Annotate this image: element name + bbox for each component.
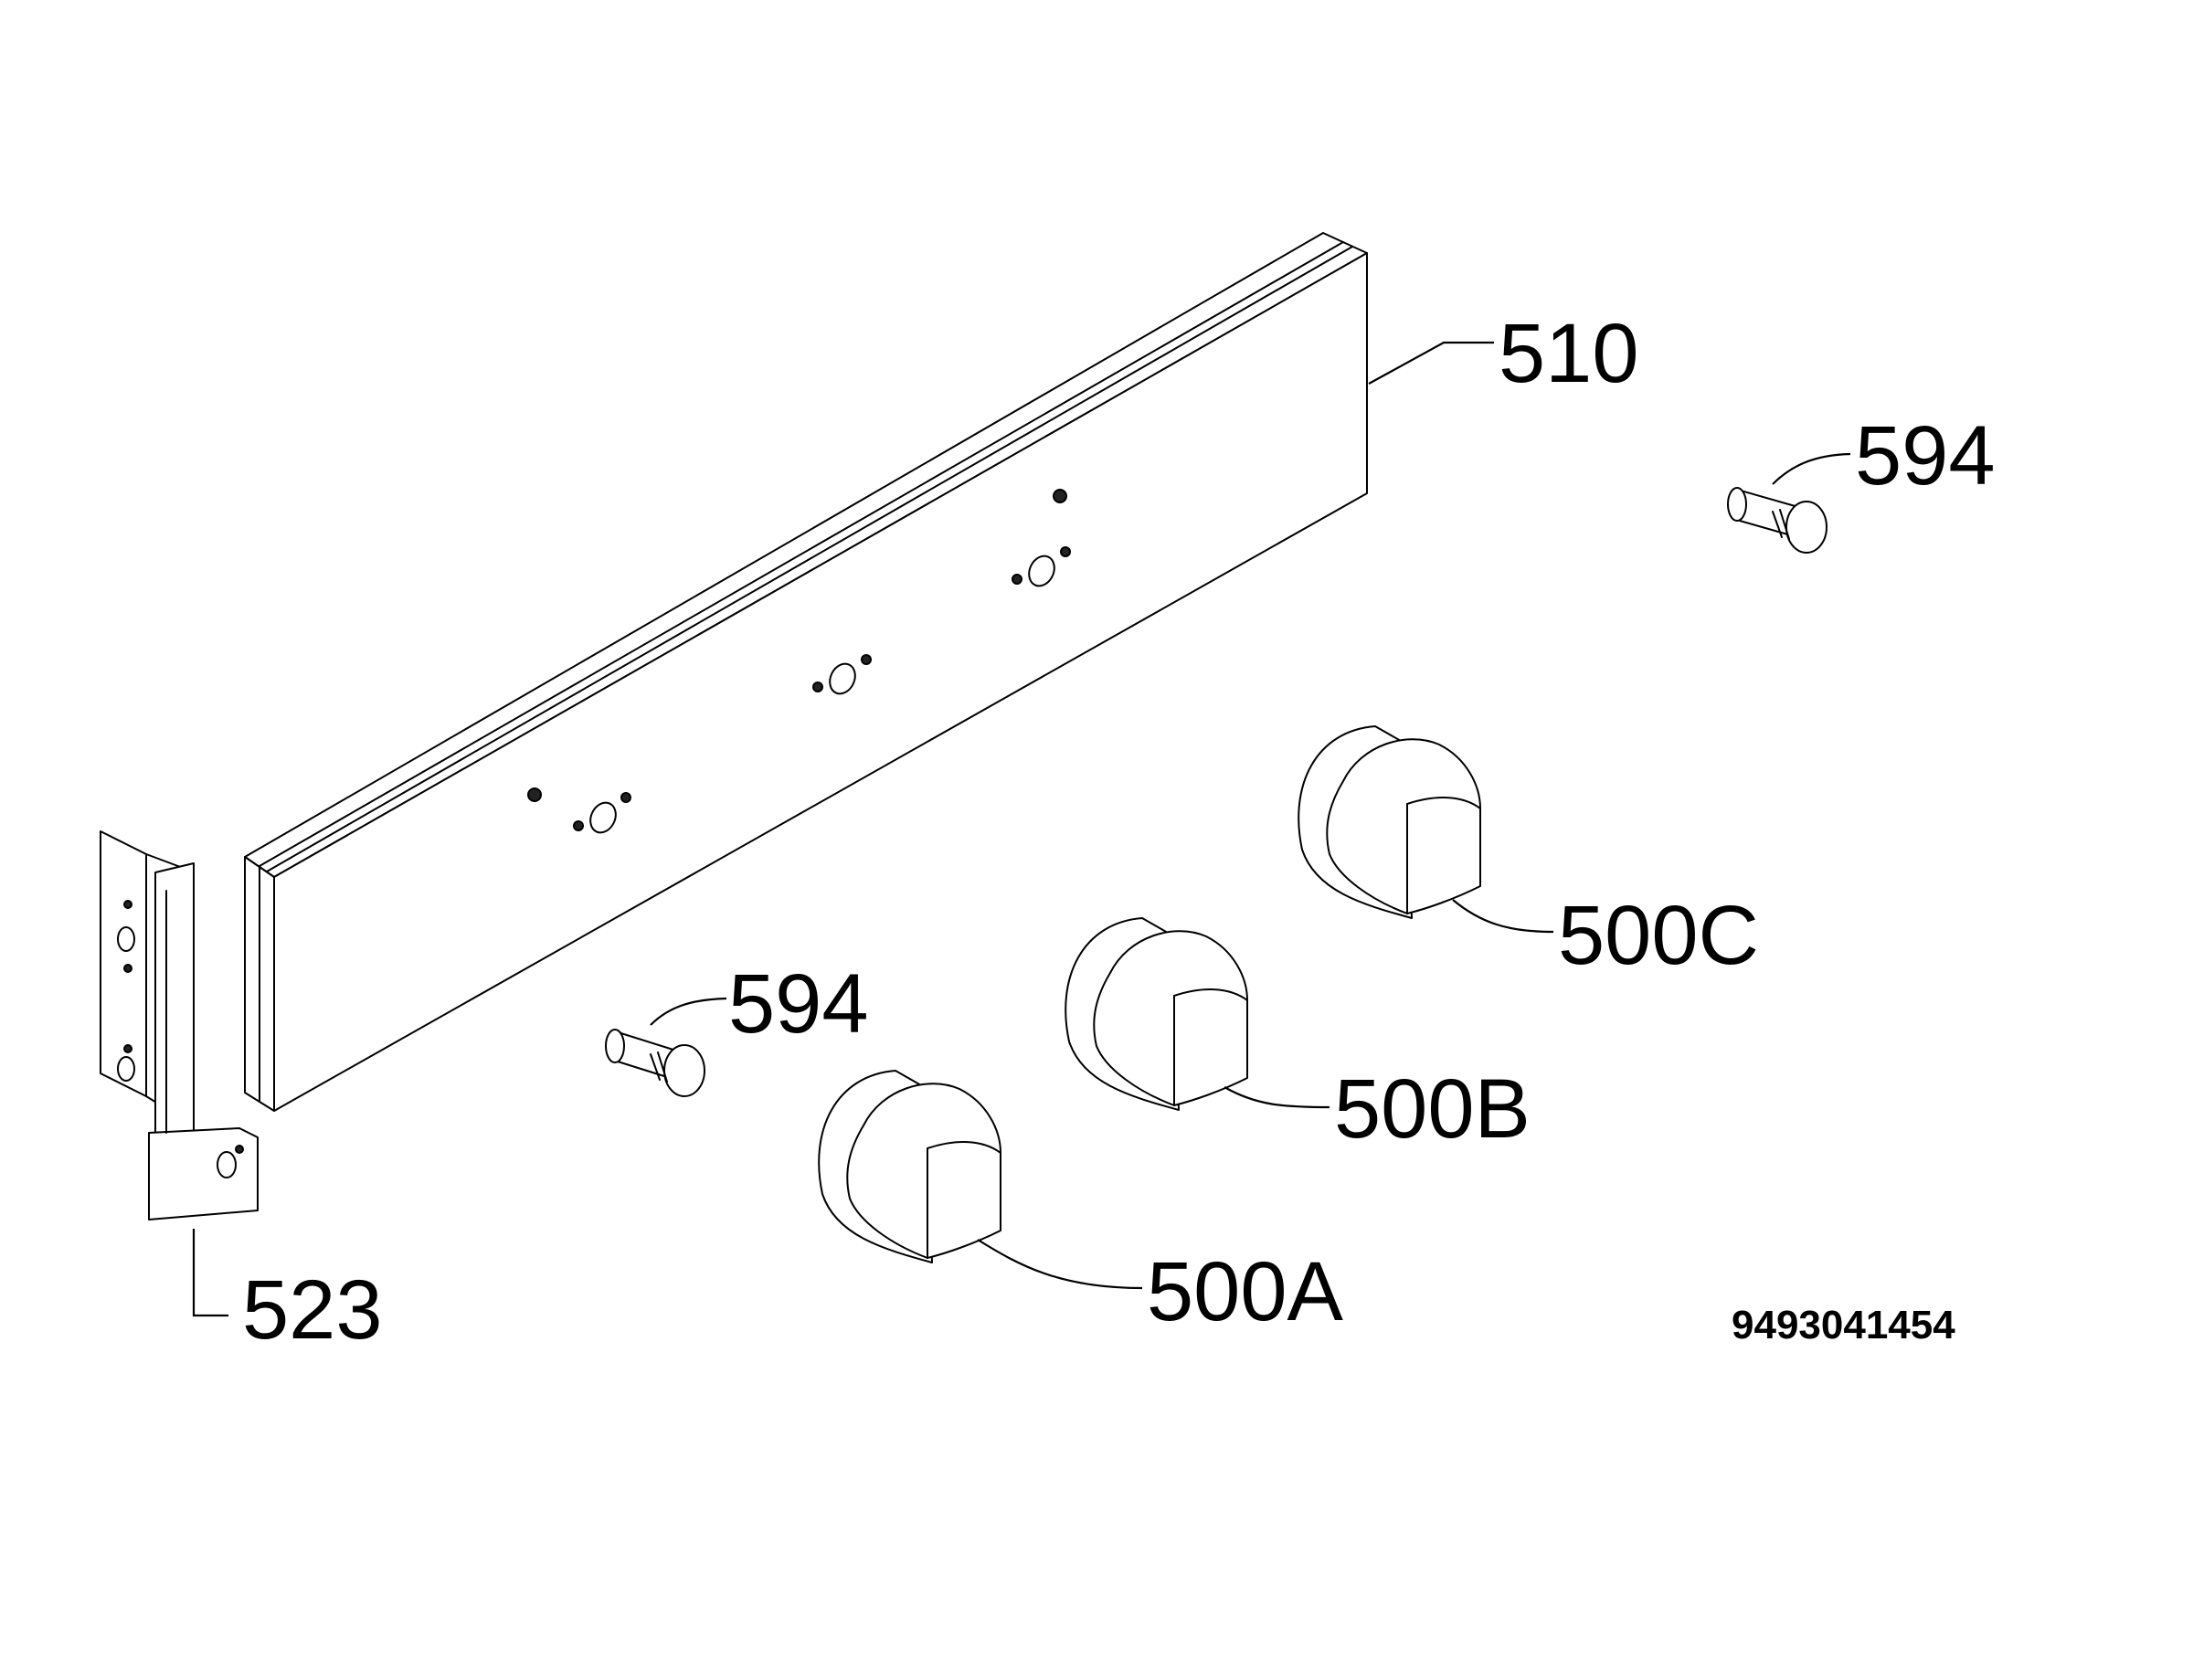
leader-594-left xyxy=(650,997,727,1026)
callout-500c: 500C xyxy=(1558,889,1759,982)
side-bracket-523 xyxy=(100,830,259,1220)
leader-500c xyxy=(1452,899,1554,934)
callout-510: 510 xyxy=(1499,307,1639,400)
knob-500b xyxy=(1065,917,1248,1111)
leader-510 xyxy=(1368,341,1494,385)
callout-594-right: 594 xyxy=(1855,409,1996,502)
callout-500a: 500A xyxy=(1147,1245,1343,1338)
callout-523: 523 xyxy=(242,1263,383,1357)
leader-500a xyxy=(977,1239,1143,1290)
drawing-code: 9493041454 xyxy=(1732,1303,1955,1347)
screw-594-left xyxy=(605,1029,705,1097)
leader-523 xyxy=(192,1229,228,1317)
knob-500a xyxy=(818,1070,1001,1263)
control-panel-510 xyxy=(244,232,1368,1112)
knob-500c xyxy=(1298,725,1481,919)
callout-500b: 500B xyxy=(1334,1062,1531,1156)
leader-500b xyxy=(1224,1086,1330,1109)
screw-594-right xyxy=(1727,487,1828,554)
callout-594-left: 594 xyxy=(728,957,869,1051)
leader-594-right xyxy=(1772,452,1851,485)
